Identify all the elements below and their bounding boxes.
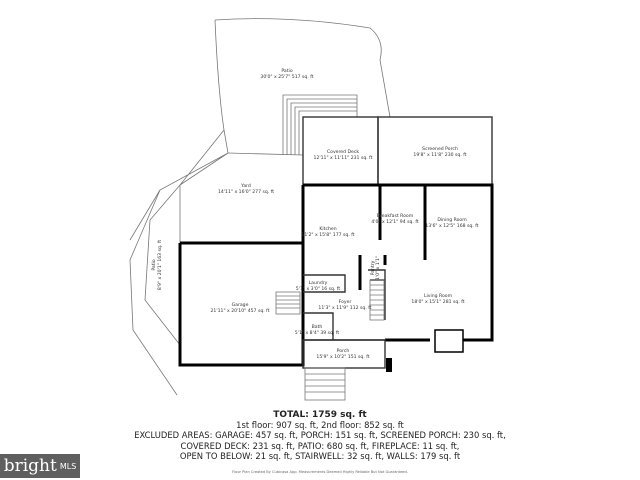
fireplace — [434, 329, 464, 353]
room-size: 18'0" x 15'1" 281 sq. ft — [411, 299, 464, 305]
room-size: 14'11" x 16'0" 277 sq. ft — [218, 189, 274, 195]
room-size: 30'0" x 25'7" 517 sq. ft — [260, 74, 313, 80]
excluded-areas: EXCLUDED AREAS: GARAGE: 457 sq. ft, PORC… — [134, 430, 506, 441]
room-name: Covered Deck — [327, 149, 359, 155]
room-size: 13'6" x 12'5" 168 sq. ft — [425, 223, 478, 229]
room-size: 11'3" x 11'9" 112 sq. ft — [318, 305, 371, 311]
room-size: 5'1" x 8'4" 39 sq. ft — [295, 330, 340, 336]
floor-areas: 1st floor: 907 sq. ft, 2nd floor: 852 sq… — [236, 420, 404, 431]
bright-mls-logo: bright MLS — [0, 454, 80, 478]
room-name: Porch — [337, 348, 350, 354]
front-steps — [304, 367, 346, 401]
logo-suffix: MLS — [59, 461, 77, 471]
room-name: Laundry — [309, 280, 328, 286]
total-area: TOTAL: 1759 sq. ft — [273, 410, 367, 420]
room-size: 4'0" x 12'1" 94 sq. ft — [371, 219, 419, 225]
room-size: 15'9" x 10'2" 151 sq. ft — [316, 354, 369, 360]
porch-column — [386, 358, 392, 372]
room-name: Screened Porch — [422, 146, 458, 152]
room-name: Foyer — [339, 299, 352, 305]
room-name: Dining Room — [437, 217, 467, 223]
yard-outline — [227, 152, 304, 243]
room-size: 21'11" x 20'10" 457 sq. ft — [210, 308, 269, 314]
credit-note: Floor Plan Created By Cubicasa App. Meas… — [232, 470, 408, 475]
room-size: 5'1" x 3'0" 16 sq. ft — [296, 286, 341, 292]
deck-steps — [282, 94, 358, 155]
room-size: 11'2" x 15'8" 177 sq. ft — [301, 232, 354, 238]
room-name: Bath — [312, 324, 323, 330]
excluded-areas: COVERED DECK: 231 sq. ft, PATIO: 680 sq.… — [180, 440, 460, 451]
room-name: Breakfast Room — [377, 213, 414, 219]
room-name: Living Room — [424, 293, 453, 299]
patio-side-outline — [129, 184, 181, 346]
area-summary: TOTAL: 1759 sq. ft 1st floor: 907 sq. ft… — [134, 410, 506, 477]
room-size: 19'8" x 11'8" 230 sq. ft — [413, 152, 466, 158]
logo-brand: bright — [3, 456, 57, 476]
room-name: Pantry — [370, 260, 376, 275]
stairs — [275, 279, 385, 321]
room-size: 12'11" x 11'11" 231 sq. ft — [313, 155, 372, 161]
room-name: Patio — [151, 259, 157, 270]
excluded-areas: OPEN TO BELOW: 21 sq. ft, STAIRWELL: 32 … — [179, 450, 461, 461]
patio-outline — [129, 18, 391, 396]
room-name: Garage — [232, 302, 249, 308]
house-walls — [301, 183, 494, 350]
room-size: 8'9" x 20'1" 163 sq. ft — [157, 240, 163, 290]
room-name: Yard — [240, 183, 251, 189]
room-name: Patio — [281, 68, 292, 74]
room-size: 1'0" x 1'1" — [375, 256, 381, 280]
porch-outline — [302, 339, 386, 369]
room-name: Kitchen — [319, 226, 336, 232]
